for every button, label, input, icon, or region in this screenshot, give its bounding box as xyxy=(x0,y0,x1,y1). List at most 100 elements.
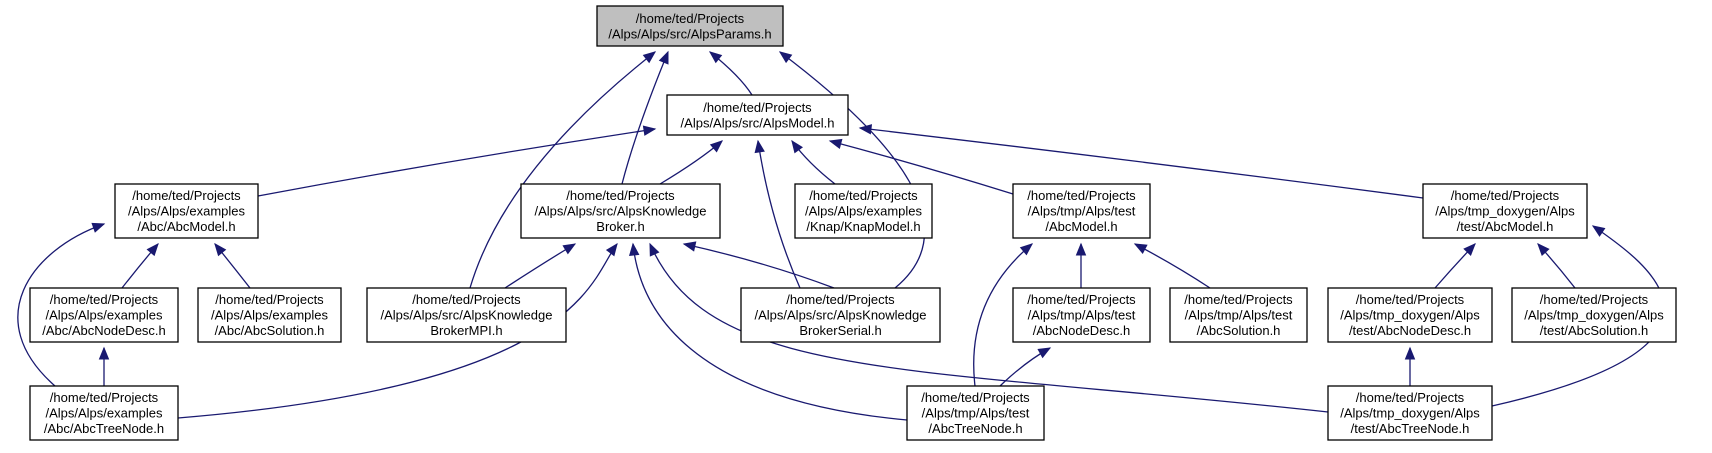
node-tmp-abcnodedesc-h[interactable]: /home/ted/Projects/Alps/tmp/Alps/test/Ab… xyxy=(1012,287,1151,343)
node-tmp-abctreenode-h[interactable]: /home/ted/Projects/Alps/tmp/Alps/test/Ab… xyxy=(906,385,1045,441)
node-label-line: /Alps/tmp/Alps/test xyxy=(1028,308,1136,323)
node-label-line: /home/ted/Projects xyxy=(1540,292,1649,307)
node-label-line: /Alps/tmp_doxygen/Alps xyxy=(1340,308,1480,323)
arrowhead-icon xyxy=(709,140,723,153)
edge-tmp_abcsolution-to-tmp_abcmodel xyxy=(1133,243,1211,289)
arrowhead-icon xyxy=(628,242,640,256)
node-label-line: /home/ted/Projects xyxy=(50,292,159,307)
edge-line xyxy=(621,51,669,185)
edge-brokermpi-to-alpsparams xyxy=(469,51,657,289)
node-label-line: Broker.h xyxy=(596,219,644,234)
arrowhead-icon xyxy=(642,51,657,64)
node-label-line: /Alps/tmp_doxygen/Alps xyxy=(1435,204,1575,219)
node-label-line: /Knap/KnapModel.h xyxy=(806,219,920,234)
node-box xyxy=(794,183,933,239)
arrowhead-icon xyxy=(1537,243,1550,257)
arrowhead-icon xyxy=(1404,346,1416,360)
arrowhead-icon xyxy=(754,139,765,154)
edge-dox_abcsolution-to-dox_abcmodel xyxy=(1537,243,1576,289)
node-label-line: /Abc/AbcModel.h xyxy=(137,219,235,234)
node-label-line: /home/ted/Projects xyxy=(1356,390,1465,405)
node-label-line: /home/ted/Projects xyxy=(786,292,895,307)
node-examples-abctreenode-h[interactable]: /home/ted/Projects/Alps/Alps/examples/Ab… xyxy=(29,385,179,441)
node-box xyxy=(1327,385,1493,441)
edge-brokermpi-to-knowledgebroker xyxy=(504,243,577,289)
node-box xyxy=(29,385,179,441)
node-label-line: /test/AbcSolution.h xyxy=(1540,323,1648,338)
node-doxygen-abcsolution-h[interactable]: /home/ted/Projects/Alps/tmp_doxygen/Alps… xyxy=(1511,287,1677,343)
node-box xyxy=(1012,183,1151,239)
edge-line xyxy=(257,128,656,197)
arrowhead-icon xyxy=(562,243,577,255)
node-alpsparams-h[interactable]: /home/ted/Projects/Alps/Alps/src/AlpsPar… xyxy=(596,5,784,47)
node-label-line: /home/ted/Projects xyxy=(1451,188,1560,203)
node-doxygen-abcmodel-h[interactable]: /home/ted/Projects/Alps/tmp_doxygen/Alps… xyxy=(1422,183,1588,239)
arrowhead-icon xyxy=(146,242,159,257)
arrowhead-icon xyxy=(1591,225,1606,237)
node-alpsknowledgebrokerserial-h[interactable]: /home/ted/Projects/Alps/Alps/src/AlpsKno… xyxy=(740,287,941,343)
node-box xyxy=(29,287,179,343)
node-box xyxy=(1169,287,1308,343)
edge-knowledgebroker-to-alpsmodel xyxy=(659,140,723,185)
node-box xyxy=(1422,183,1588,239)
node-examples-abcmodel-h[interactable]: /home/ted/Projects/Alps/Alps/examples/Ab… xyxy=(114,183,259,239)
node-box xyxy=(197,287,342,343)
node-label-line: /home/ted/Projects xyxy=(132,188,241,203)
node-alpsknowledgebroker-h[interactable]: /home/ted/Projects/Alps/Alps/src/AlpsKno… xyxy=(520,183,721,239)
edge-dox_abctreenode-to-knowledgebroker xyxy=(649,242,1329,413)
arrowhead-icon xyxy=(858,124,873,135)
edge-tmp_abctreenode-to-tmp_abcmodel xyxy=(973,243,1034,387)
edge-line xyxy=(649,243,1329,413)
node-box xyxy=(366,287,567,343)
arrowhead-icon xyxy=(708,51,723,64)
node-doxygen-abctreenode-h[interactable]: /home/ted/Projects/Alps/tmp_doxygen/Alps… xyxy=(1327,385,1493,441)
node-label-line: /Alps/tmp/Alps/test xyxy=(1185,308,1293,323)
node-box xyxy=(1511,287,1677,343)
node-box xyxy=(1012,287,1151,343)
node-examples-abcnodedesc-h[interactable]: /home/ted/Projects/Alps/Alps/examples/Ab… xyxy=(29,287,179,343)
node-label-line: /home/ted/Projects xyxy=(1184,292,1293,307)
node-label-line: /Alps/tmp/Alps/test xyxy=(922,406,1030,421)
node-box xyxy=(596,5,784,47)
node-label-line: /test/AbcModel.h xyxy=(1457,219,1554,234)
node-knapmodel-h[interactable]: /home/ted/Projects/Alps/Alps/examples/Kn… xyxy=(794,183,933,239)
node-alpsmodel-h[interactable]: /home/ted/Projects/Alps/Alps/src/AlpsMod… xyxy=(666,94,849,136)
arrowhead-icon xyxy=(658,50,669,65)
node-label-line: /Alps/tmp/Alps/test xyxy=(1028,204,1136,219)
node-alpsknowledgebrokermpi-h[interactable]: /home/ted/Projects/Alps/Alps/src/AlpsKno… xyxy=(366,287,567,343)
edge-ex_abctreenode-to-ex_abcnodedesc xyxy=(98,346,110,387)
edge-line xyxy=(683,243,835,289)
node-label-line: /Abc/AbcSolution.h xyxy=(215,323,325,338)
edge-line xyxy=(757,140,801,289)
node-doxygen-abcnodedesc-h[interactable]: /home/ted/Projects/Alps/tmp_doxygen/Alps… xyxy=(1327,287,1493,343)
node-label-line: /Abc/AbcTreeNode.h xyxy=(44,421,164,436)
edge-brokerserial-to-alpsmodel xyxy=(754,139,801,289)
edge-dox_abcnodedesc-to-dox_abcmodel xyxy=(1434,243,1476,289)
edge-tmp_abcnodedesc-to-tmp_abcmodel xyxy=(1075,242,1087,288)
node-examples-abcsolution-h[interactable]: /home/ted/Projects/Alps/Alps/examples/Ab… xyxy=(197,287,342,343)
node-label-line: /Alps/Alps/examples xyxy=(45,406,163,421)
arrowhead-icon xyxy=(214,242,227,257)
node-label-line: /home/ted/Projects xyxy=(215,292,324,307)
node-label-line: /Alps/tmp_doxygen/Alps xyxy=(1524,308,1664,323)
edge-line xyxy=(632,243,908,421)
edge-ex_abcmodel-to-alpsmodel xyxy=(257,125,657,197)
arrowhead-icon xyxy=(642,125,657,136)
edge-ex_abcsolution-to-ex_abcmodel xyxy=(214,242,251,289)
arrowhead-icon xyxy=(1133,243,1148,254)
node-tmp-abcsolution-h[interactable]: /home/ted/Projects/Alps/tmp/Alps/test/Ab… xyxy=(1169,287,1308,343)
node-label-line: /test/AbcNodeDesc.h xyxy=(1349,323,1471,338)
arrowhead-icon xyxy=(1075,242,1087,256)
node-label-line: /Alps/Alps/src/AlpsKnowledge xyxy=(381,308,553,323)
node-label-line: /Abc/AbcNodeDesc.h xyxy=(42,323,166,338)
node-box xyxy=(520,183,721,239)
node-layer: /home/ted/Projects/Alps/Alps/src/AlpsPar… xyxy=(29,5,1677,441)
node-label-line: /home/ted/Projects xyxy=(703,100,812,115)
edge-line xyxy=(17,223,105,387)
node-label-line: /home/ted/Projects xyxy=(1356,292,1465,307)
edge-alpsmodel-to-alpsparams xyxy=(708,51,753,96)
node-tmp-abcmodel-h[interactable]: /home/ted/Projects/Alps/tmp/Alps/test/Ab… xyxy=(1012,183,1151,239)
edge-line xyxy=(469,51,656,289)
edge-ex_abcnodedesc-to-ex_abcmodel xyxy=(121,242,159,289)
